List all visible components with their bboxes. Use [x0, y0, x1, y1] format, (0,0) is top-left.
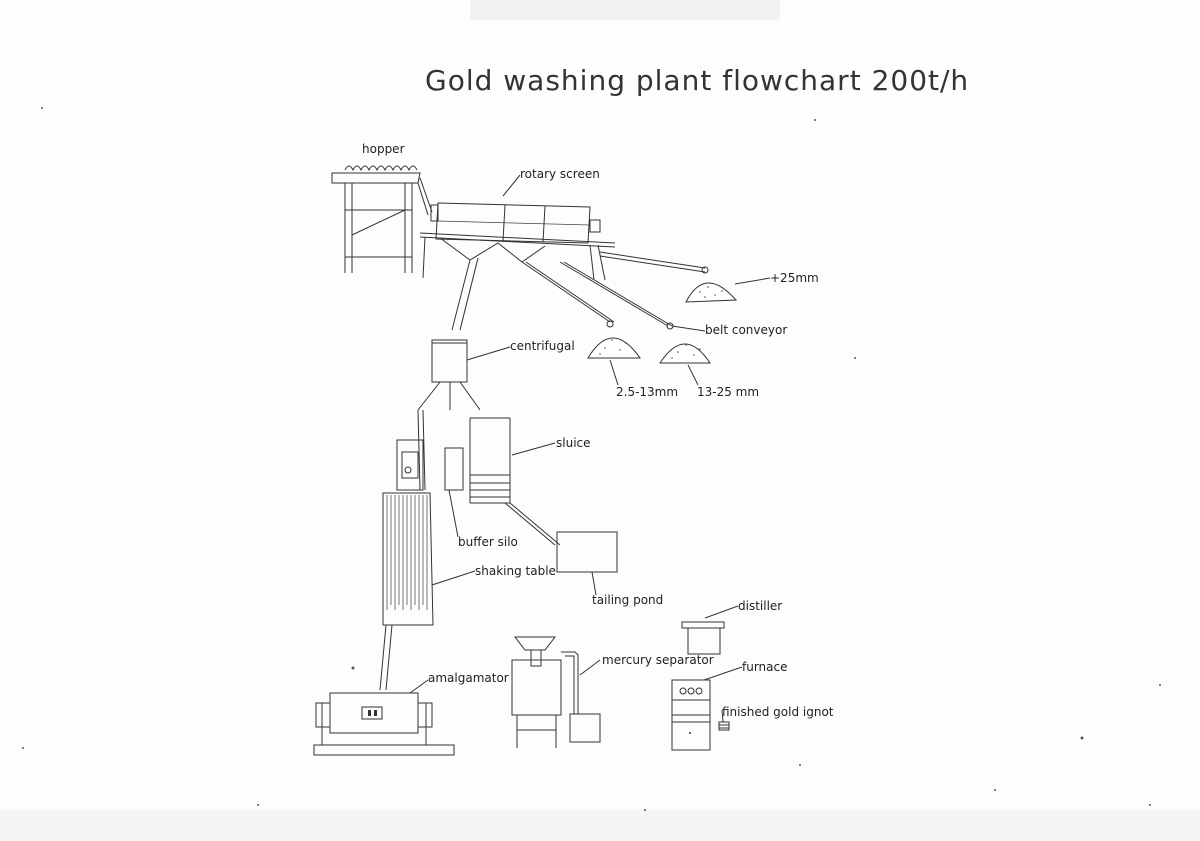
buffer-silo-label: buffer silo — [458, 535, 518, 549]
distiller-leader — [704, 605, 739, 619]
distiller-machine — [681, 621, 725, 655]
plus25-leader — [734, 277, 771, 285]
pile-2-5-13 — [587, 337, 641, 359]
amalgamator-leader — [409, 679, 429, 694]
size-13-25-label: 13-25 mm — [697, 385, 759, 399]
sluice-label: sluice — [556, 436, 591, 450]
pile-13-25 — [659, 343, 711, 364]
hopper-machine — [331, 165, 433, 273]
diagram-title: Gold washing plant flowchart 200t/h — [425, 64, 969, 97]
hopper-label: hopper — [362, 142, 405, 156]
rotary-screen-machine — [419, 202, 616, 331]
scan-dust — [22, 107, 1161, 811]
finished-gold-ingot-leader — [721, 709, 724, 723]
distiller-label: distiller — [738, 599, 782, 613]
buffer-silo-leader — [448, 489, 459, 538]
centrifugal-leader — [466, 346, 511, 361]
shaking-table-machine — [379, 439, 434, 691]
sluice-leader — [511, 442, 556, 456]
buffer-silo-machine — [444, 447, 464, 491]
pile-plus25 — [685, 282, 738, 303]
centrifugal-machine — [417, 339, 481, 491]
amalgamator-machine — [313, 692, 455, 756]
mercury-separator-label: mercury separator — [602, 653, 714, 667]
finished-gold-ingot-label: finished gold ignot — [722, 705, 834, 719]
size-2-5-13-label: 2.5-13mm — [616, 385, 678, 399]
belt-conveyor-label: belt conveyor — [705, 323, 787, 337]
rotary-screen-leader — [502, 174, 521, 197]
scan-artifact — [470, 0, 780, 20]
gold-ingot-icon — [718, 721, 730, 731]
scan-edge — [0, 810, 1200, 841]
belt-conveyor-leader — [671, 325, 706, 332]
shaking-table-label: shaking table — [475, 564, 556, 578]
tailing-pond-box — [556, 531, 618, 573]
sluice-machine — [469, 417, 561, 546]
size-2-5-13-leader — [609, 359, 619, 386]
mercury-separator-machine — [511, 636, 601, 748]
plus25-label: +25mm — [770, 271, 819, 285]
belt-conveyors — [521, 251, 709, 330]
size-13-25-leader — [687, 364, 699, 386]
mercury-separator-leader — [579, 659, 601, 676]
amalgamator-label: amalgamator — [428, 671, 509, 685]
tailing-pond-leader — [591, 571, 597, 596]
tailing-pond-label: tailing pond — [592, 593, 663, 607]
furnace-machine — [671, 679, 711, 751]
furnace-leader — [703, 666, 743, 681]
pile-dots — [599, 286, 723, 359]
shaking-table-leader — [431, 570, 476, 586]
furnace-label: furnace — [742, 660, 788, 674]
centrifugal-label: centrifugal — [510, 339, 575, 353]
rotary-screen-label: rotary screen — [520, 167, 600, 181]
